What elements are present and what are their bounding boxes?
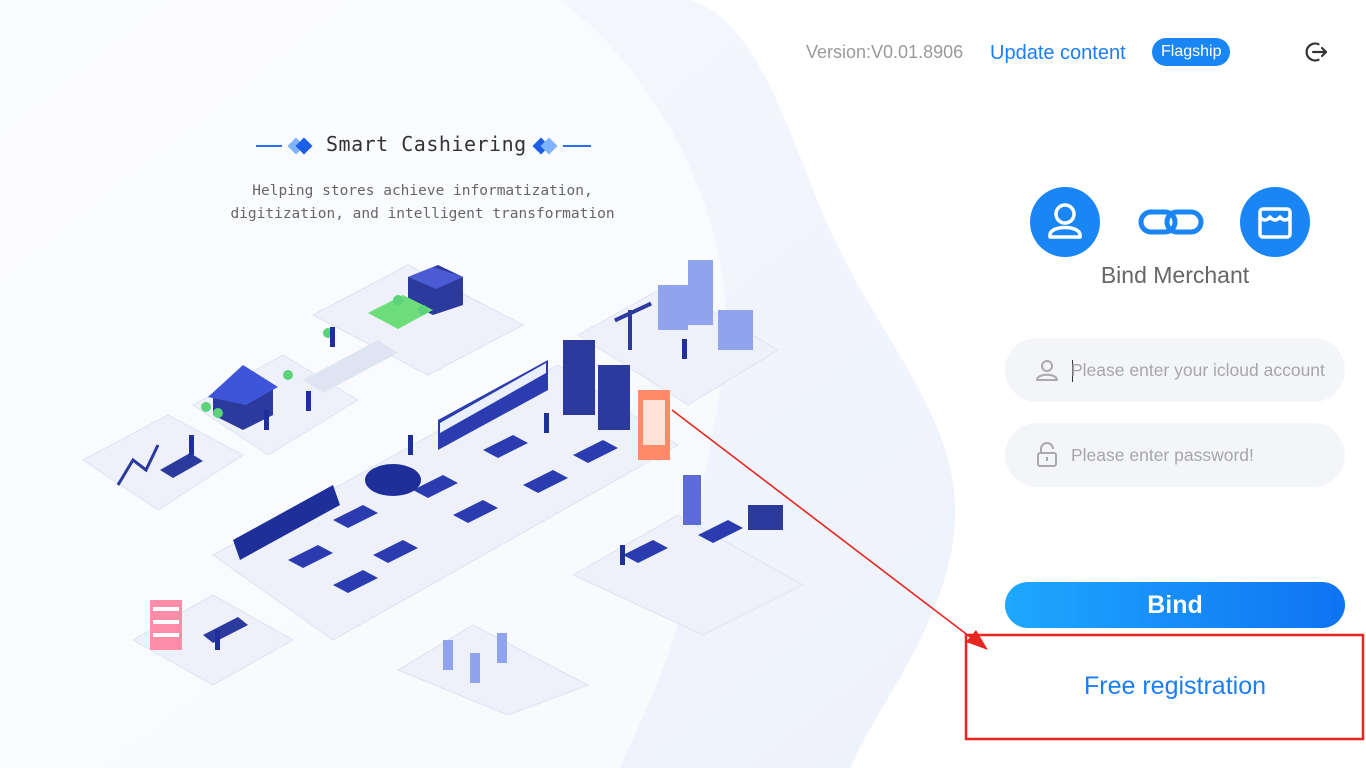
store-icon [1240, 187, 1310, 257]
lock-icon [1037, 442, 1057, 467]
bind-button[interactable]: Bind [1005, 582, 1345, 628]
logout-icon[interactable] [1303, 39, 1329, 65]
version-label: Version:V0.01.8906 [806, 42, 964, 62]
hero-subtitle: Helping stores achieve informatization, … [210, 180, 635, 226]
smart-store-illustration [82, 260, 805, 715]
link-icon [1138, 209, 1204, 235]
hero-headline: Smart Cashiering [250, 128, 595, 164]
title-decoration-left [256, 137, 313, 155]
person-icon [1036, 360, 1058, 381]
free-registration-link[interactable]: Free registration [1083, 672, 1267, 700]
hero-subtitle-line-2: digitization, and intelligent transforma… [230, 206, 615, 222]
password-field[interactable] [1005, 423, 1345, 487]
flagship-badge: Flagship [1152, 38, 1231, 66]
password-input[interactable] [1071, 423, 1339, 487]
user-icon [1030, 187, 1100, 257]
hero-subtitle-line-1: Helping stores achieve informatization, [252, 183, 593, 199]
bind-merchant-title: Bind Merchant [1100, 262, 1250, 288]
bind-icons-row [1028, 187, 1318, 259]
hero-title: Smart Cashiering [326, 132, 527, 156]
top-bar: Version:V0.01.8906 Update content Flagsh… [800, 38, 1336, 70]
title-decoration-right [532, 137, 591, 155]
account-field[interactable] [1005, 338, 1345, 402]
account-input[interactable] [1071, 338, 1339, 402]
update-content-link[interactable]: Update content [990, 42, 1126, 64]
